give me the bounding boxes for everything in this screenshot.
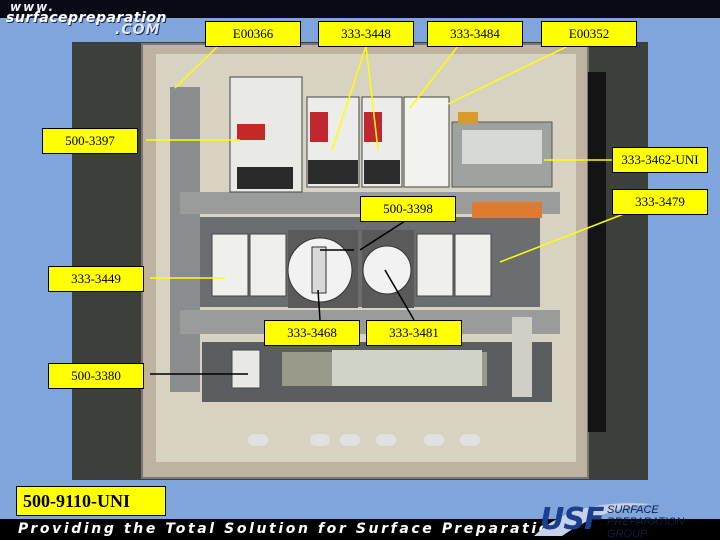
- logo-www-text: www.: [10, 0, 56, 14]
- part-number-box: 500-9110-UNI: [16, 486, 166, 516]
- usf-swoosh-icon: [534, 503, 652, 536]
- callout-500-3380: 500-3380: [48, 363, 144, 389]
- usf-logo: USF SURFACE PREPARATION GROUP: [532, 498, 720, 540]
- callout-333-3462-uni: 333-3462-UNI: [612, 147, 708, 173]
- callout-333-3484: 333-3484: [427, 21, 523, 47]
- logo-com-text: .COM: [115, 22, 161, 38]
- callout-333-3479: 333-3479: [612, 189, 708, 215]
- logo-main-text: surfacepreparation: [6, 10, 167, 26]
- usf-company-name-line1: SURFACE PREPARATION: [607, 504, 685, 528]
- callout-500-3397: 500-3397: [42, 128, 138, 154]
- control-panel-photo: [72, 42, 648, 480]
- site-logo: www. surfacepreparation .COM: [0, 0, 175, 40]
- tagline: Providing the Total Solution for Surface…: [18, 521, 564, 537]
- callout-e00352: E00352: [541, 21, 637, 47]
- callout-333-3481: 333-3481: [366, 320, 462, 346]
- callout-333-3448: 333-3448: [318, 21, 414, 47]
- callout-e00366: E00366: [205, 21, 301, 47]
- usf-company-name-line2: GROUP: [607, 528, 648, 540]
- usf-company-name: SURFACE PREPARATION GROUP: [607, 504, 720, 540]
- callout-333-3449: 333-3449: [48, 266, 144, 292]
- callout-500-3398: 500-3398: [360, 196, 456, 222]
- top-banner: [0, 0, 720, 18]
- callout-333-3468: 333-3468: [264, 320, 360, 346]
- usf-letters: USF: [540, 502, 604, 537]
